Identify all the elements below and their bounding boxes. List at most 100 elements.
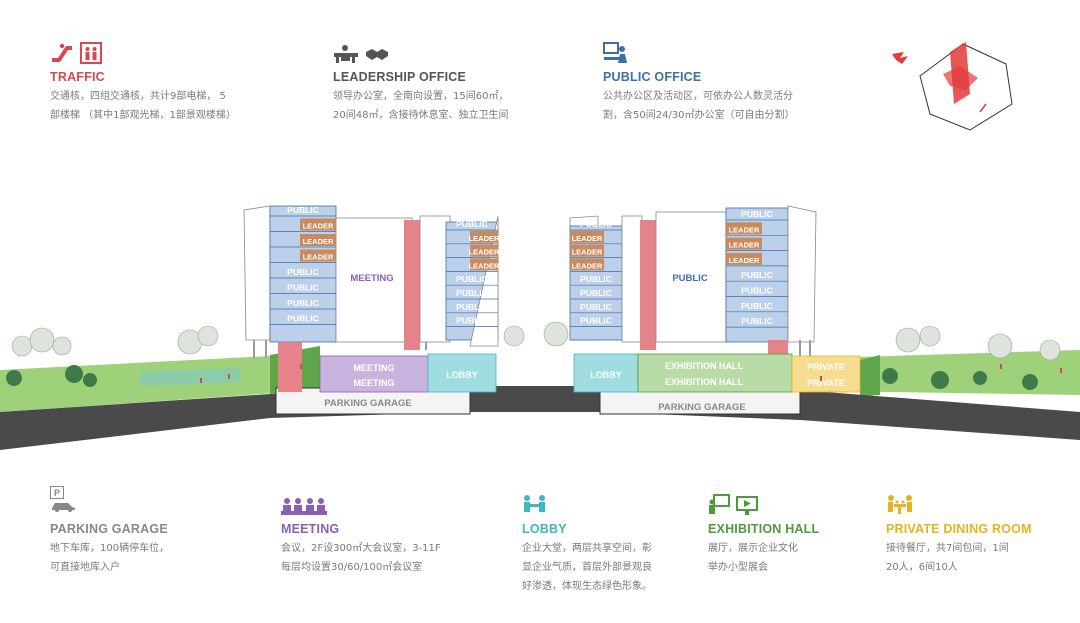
leader-office-block (726, 237, 762, 250)
legend-traffic: TRAFFIC 交通核，四组交通核，共计9部电梯， 5 部楼梯 （其中1部观光梯… (50, 38, 236, 125)
desc-line: 每层均设置30/60/100㎡会议室 (281, 562, 423, 573)
floor-label: PUBLIC (741, 316, 773, 326)
floor-label: LEADER (469, 234, 500, 243)
floor-label: PUBLIC (456, 219, 488, 229)
desc-line: 公共办公区及活动区，可依办公人数灵活分 (603, 91, 793, 102)
desc-line: 20间48㎡，含接待休息室、独立卫生间 (333, 110, 509, 121)
floor-label: LEADER (572, 234, 603, 243)
floor-label: PUBLIC (287, 205, 319, 215)
site-key-map (892, 42, 1013, 131)
legend-traffic-desc: 交通核，四组交通核，共计9部电梯， 5 部楼梯 （其中1部观光梯，1部景观楼梯） (50, 87, 236, 125)
dining-icon (888, 495, 912, 514)
office-worker-icon (603, 42, 627, 63)
legend-leadership-icons (333, 38, 508, 64)
floor-label: PUBLIC (580, 274, 612, 284)
garage-right-label: PARKING GARAGE (658, 402, 745, 413)
left-lobby-label: LOBBY (446, 370, 478, 380)
svg-text:P: P (54, 488, 60, 498)
green-roof-right (860, 355, 880, 396)
legend-meeting-icons (281, 486, 441, 516)
floor-label: PUBLIC (456, 302, 488, 312)
floor-label: PUBLIC (741, 301, 773, 311)
legend-public-desc: 公共办公区及活动区，可依办公人数灵活分 割，含50间24/30㎡办公室（可自由分… (603, 87, 795, 125)
floor-label: PUBLIC (287, 298, 319, 308)
desc-line: 割，含50间24/30㎡办公室（可自由分割） (603, 110, 795, 121)
left-mid-label: MEETING (350, 273, 393, 284)
legend-parking: P PARKING GARAGE 地下车库，100辆停车位， 可直接地库入户 (50, 486, 169, 577)
desk-icon (334, 45, 358, 63)
leader-office-block (300, 249, 336, 262)
desc-line: 接待餐厅，共7间包间，1间 (886, 543, 1009, 554)
private-label-1: PRIVATE (807, 362, 845, 372)
desc-line: 会议，2F设300㎡大会议室，3-11F (281, 543, 441, 554)
desc-line: 显企业气质，首层外部景观良 (522, 562, 652, 573)
leader-office-block (300, 234, 336, 246)
floor-label: PUBLIC (741, 270, 773, 280)
people-figures (200, 364, 1062, 383)
building-footprint (943, 66, 978, 90)
north-arrow-icon (892, 52, 908, 64)
floor-label: PUBLIC (287, 267, 319, 277)
legend-lobby-title: LOBBY (522, 522, 567, 536)
floor-label: PUBLIC (456, 274, 488, 284)
trees (11, 321, 1061, 361)
escalator-icon (52, 43, 72, 62)
floor-label: LEADER (729, 241, 760, 250)
floor-label: PUBLIC (580, 302, 612, 312)
legend-lobby-icons (522, 486, 652, 516)
desc-line: 地下车库，100辆停车位， (50, 543, 170, 554)
exhibition-label-2: EXHIBITION HALL (665, 377, 744, 387)
floor-label: PUBLIC (580, 316, 612, 326)
leader-office-block (570, 244, 604, 257)
floor-label: LEADER (469, 261, 500, 270)
right-building (569, 205, 861, 393)
legend-private-desc: 接待餐厅，共7间包间，1间 20人，6间10人 (886, 539, 1032, 577)
floor-labels: PUBLIC LEADER LEADER LEADER PUBLIC PUBLIC PUBL… (270, 205, 788, 328)
desc-line: 展厅，展示企业文化 (708, 543, 798, 554)
leader-office-block (470, 258, 498, 271)
floor-label: LEADER (303, 237, 334, 246)
private-label-2: PRIVATE (807, 378, 845, 388)
handshake-icon (366, 49, 388, 60)
desc-line: 举办小型展会 (708, 562, 768, 573)
elevator-icon (80, 42, 102, 64)
floor-label: LEADER (729, 225, 760, 234)
leader-office-block (470, 230, 498, 243)
legend-parking-desc: 地下车库，100辆停车位， 可直接地库入户 (50, 539, 169, 577)
leader-office-block (570, 258, 604, 271)
legend-parking-title: PARKING GARAGE (50, 522, 168, 536)
legend-lobby-desc: 企业大堂，两层共享空间，彰 显企业气质，首层外部景观良 好渗透，体现生态绿色形象… (522, 539, 652, 596)
floor-label: PUBLIC (741, 286, 773, 296)
floor-label: LEADER (469, 248, 500, 257)
dark-trees (6, 365, 1038, 390)
desc-line: 20人，6间10人 (886, 562, 958, 573)
car-icon (52, 503, 75, 512)
floor-label: LEADER (572, 261, 603, 270)
podium-meeting-1: MEETING (353, 363, 394, 373)
legend-lobby: LOBBY 企业大堂，两层共享空间，彰 显企业气质，首层外部景观良 好渗透，体现… (522, 486, 652, 596)
right-mid-label: PUBLIC (672, 273, 708, 284)
floor-label: PUBLIC (580, 288, 612, 298)
meeting-people-icon (281, 498, 327, 515)
legend-private-dining: PRIVATE DINING ROOM 接待餐厅，共7间包间，1间 20人，6间… (886, 486, 1032, 577)
floor-label: LEADER (729, 256, 760, 265)
right-lobby-label: LOBBY (590, 370, 622, 380)
desc-line: 好渗透，体现生态绿色形象。 (522, 581, 652, 592)
podium-meeting-2: MEETING (353, 378, 394, 388)
desc-line: 部楼梯 （其中1部观光梯，1部景观楼梯） (50, 110, 236, 121)
legend-public-icons (603, 38, 795, 64)
legend-meeting: MEETING 会议，2F设300㎡大会议室，3-11F 每层均设置30/60/… (281, 486, 441, 577)
building-section-diagram: PARKING GARAGE PARKING GARAGE (0, 205, 1080, 450)
legend-meeting-title: MEETING (281, 522, 340, 536)
desc-line: 可直接地库入户 (50, 562, 120, 573)
presentation-icon (709, 494, 730, 514)
ground-section (0, 386, 1080, 450)
legend-leadership-title: LEADERSHIP OFFICE (333, 70, 467, 84)
legend-parking-icons: P (50, 486, 169, 516)
legend-exhibition: EXHIBITION HALL 展厅，展示企业文化 举办小型展会 (708, 486, 819, 577)
legend-traffic-icons (50, 38, 236, 64)
legend-leadership: LEADERSHIP OFFICE 领导办公室，全南向设置，15间60㎡， 20… (333, 38, 508, 125)
leader-office-block (300, 218, 336, 231)
leader-office-block (726, 252, 762, 265)
legend-leadership-desc: 领导办公室，全南向设置，15间60㎡， 20间48㎡，含接待休息室、独立卫生间 (333, 87, 508, 125)
